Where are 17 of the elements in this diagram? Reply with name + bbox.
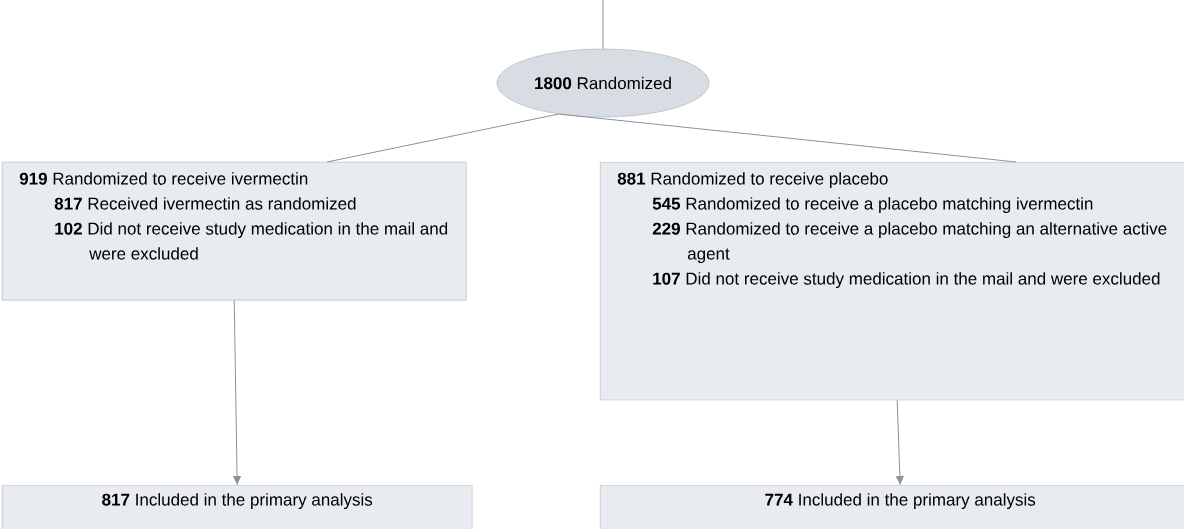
list-item: 919 Randomized to receive ivermectin — [19, 172, 308, 185]
process-box — [600, 162, 1184, 401]
connector-line — [558, 113, 1017, 163]
process-box — [2, 162, 467, 301]
arrow — [233, 299, 241, 485]
ellipse-node: 1800 Randomized — [496, 48, 710, 118]
connector-line — [602, 0, 604, 50]
list-item: 107 Did not receive study medication in the mail and were excluded — [653, 272, 1160, 289]
list-item: 229 Randomized to receive a placebo matching an alternative active agent — [652, 222, 1167, 264]
connector-line — [326, 113, 560, 163]
list-item: 881 Randomized to receive placebo — [617, 172, 888, 189]
list-item: 102 Did not receive study medication in the mail and were excluded — [55, 222, 448, 260]
process-box: 817 Included in the primary analysis — [2, 485, 473, 529]
list-item: 545 Randomized to receive a placebo matching ivermectin — [652, 197, 1093, 214]
list-item: 817 Received ivermectin as randomized — [54, 197, 356, 210]
arrow — [896, 399, 904, 485]
process-box: 774 Included in the primary analysis — [600, 485, 1184, 529]
